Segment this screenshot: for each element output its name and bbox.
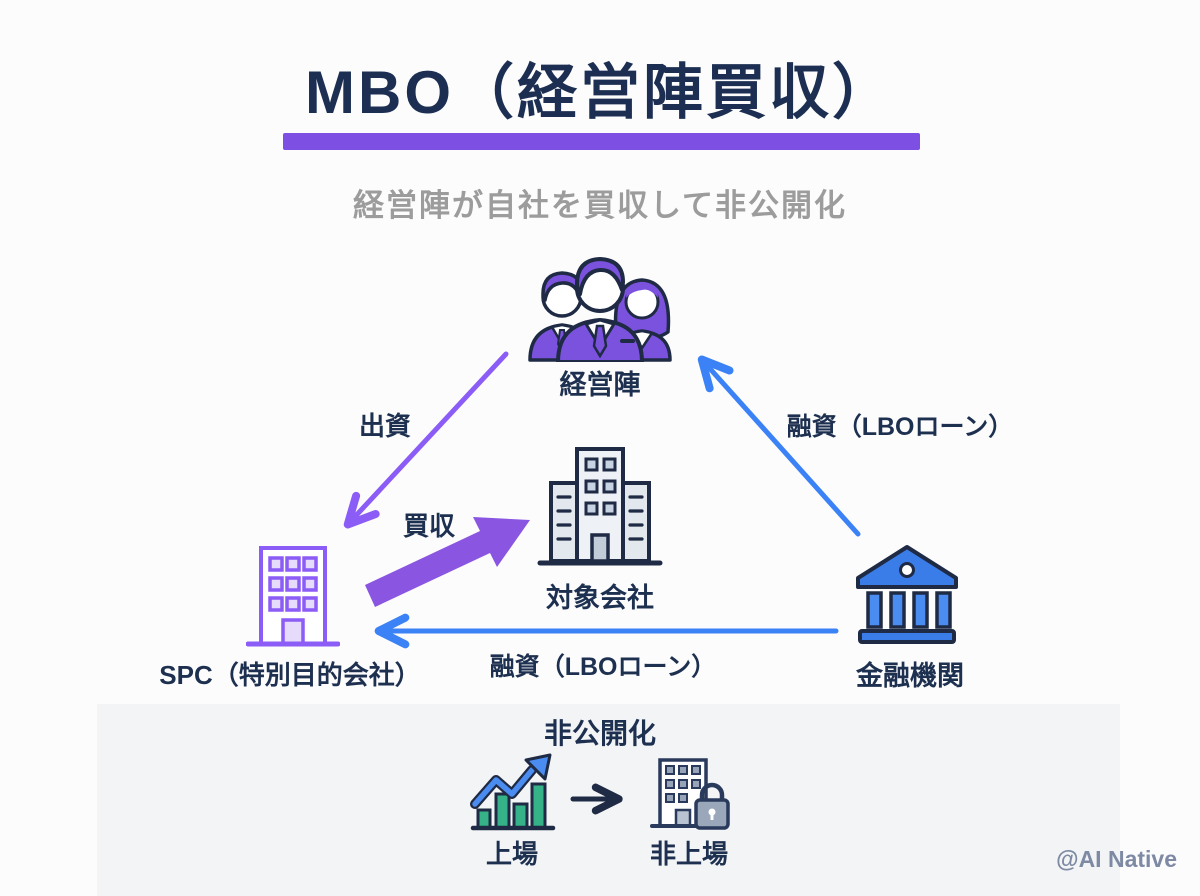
page-title: MBO（経営陣買収）	[305, 59, 895, 126]
stock-chart-icon	[470, 752, 556, 839]
bank-icon	[850, 540, 964, 649]
bank-label: 金融機関	[856, 661, 964, 691]
title-underline	[283, 133, 920, 150]
investment-arrow	[343, 351, 509, 529]
office-building-icon	[537, 443, 663, 572]
spc-label: SPC（特別目的会社）	[159, 660, 421, 690]
loan-to-spc-label: 融資（LBOローン）	[489, 653, 717, 681]
investment-arrow-label: 出資	[358, 411, 412, 441]
people-icon	[512, 252, 688, 367]
loan-arrow-to-management	[697, 355, 861, 537]
person-center	[556, 257, 644, 364]
management-label: 経営陣	[559, 370, 641, 400]
lock-icon	[694, 782, 730, 830]
delisted-label: 非上場	[649, 839, 729, 869]
listed-label: 上場	[485, 839, 539, 869]
target-company-label: 対象会社	[546, 583, 654, 613]
page-subtitle: 経営陣が自社を買収して非公開化	[352, 188, 848, 223]
watermark: @AI Native	[1056, 846, 1177, 872]
loan-to-management-label: 融資（LBOローン）	[786, 413, 1014, 441]
acquisition-arrow	[365, 517, 530, 607]
privatization-title: 非公開化	[543, 718, 657, 749]
spc-building-icon	[245, 540, 341, 653]
person-right-woman	[612, 278, 672, 362]
acquisition-arrow-label: 買収	[402, 511, 456, 541]
locked-building-icon	[650, 756, 734, 837]
